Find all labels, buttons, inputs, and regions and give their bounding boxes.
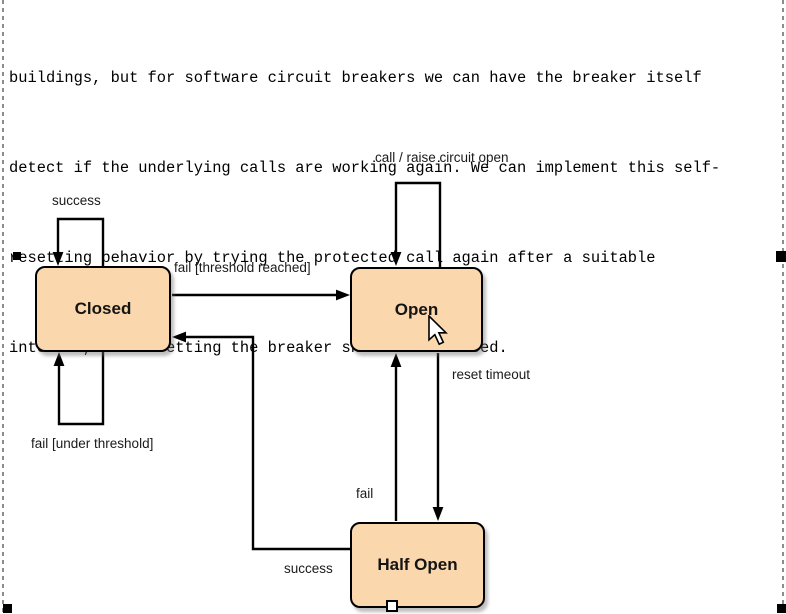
state-open-label: Open xyxy=(394,299,439,319)
paragraph-line: buildings, but for software circuit brea… xyxy=(9,69,702,87)
edge-half-open-to-closed xyxy=(186,335,350,551)
text-boundary-left xyxy=(2,0,4,614)
selection-handle-bottom-left[interactable] xyxy=(3,604,12,613)
arrowhead-closed-to-open xyxy=(336,289,350,301)
edge-label-fail-under-threshold: fail [under threshold] xyxy=(31,436,154,451)
state-half-open: Half Open xyxy=(350,522,485,608)
arrowhead-closed-fail xyxy=(53,352,65,366)
edge-label-fail-threshold: fail [threshold reached] xyxy=(174,260,311,275)
arrowhead-open-call xyxy=(390,252,402,266)
edge-open-call-loop xyxy=(394,181,442,268)
selection-handle-bottom-center[interactable] xyxy=(386,600,398,612)
state-closed: Closed xyxy=(35,266,171,352)
selection-handle-bottom-right[interactable] xyxy=(777,604,786,613)
edge-label-closed-success: success xyxy=(52,193,101,208)
state-closed-label: Closed xyxy=(74,299,132,318)
arrowhead-closed-success xyxy=(52,252,64,266)
selection-handle-mid-left[interactable] xyxy=(13,252,21,260)
edge-closed-success-loop xyxy=(56,217,105,266)
edge-label-reset-timeout: reset timeout xyxy=(452,367,531,382)
paragraph-line: detect if the underlying calls are worki… xyxy=(9,159,721,177)
arrowhead-half-open-to-open xyxy=(390,353,402,367)
text-boundary-right xyxy=(782,0,784,614)
arrowhead-half-open-to-closed xyxy=(172,331,186,343)
edge-label-half-open-success: success xyxy=(284,561,333,576)
arrowhead-open-to-half-open xyxy=(432,507,444,521)
edge-label-call-raise: call / raise circuit open xyxy=(375,150,509,165)
state-half-open-label: Half Open xyxy=(377,555,458,574)
paragraph-line: resetting behavior by trying the protect… xyxy=(9,249,656,267)
selection-handle-mid-right[interactable] xyxy=(776,251,786,262)
edge-label-fail: fail xyxy=(356,486,374,501)
mouse-cursor-icon xyxy=(428,315,448,346)
state-open: Open xyxy=(350,267,483,352)
edge-closed-fail-loop xyxy=(57,352,105,426)
